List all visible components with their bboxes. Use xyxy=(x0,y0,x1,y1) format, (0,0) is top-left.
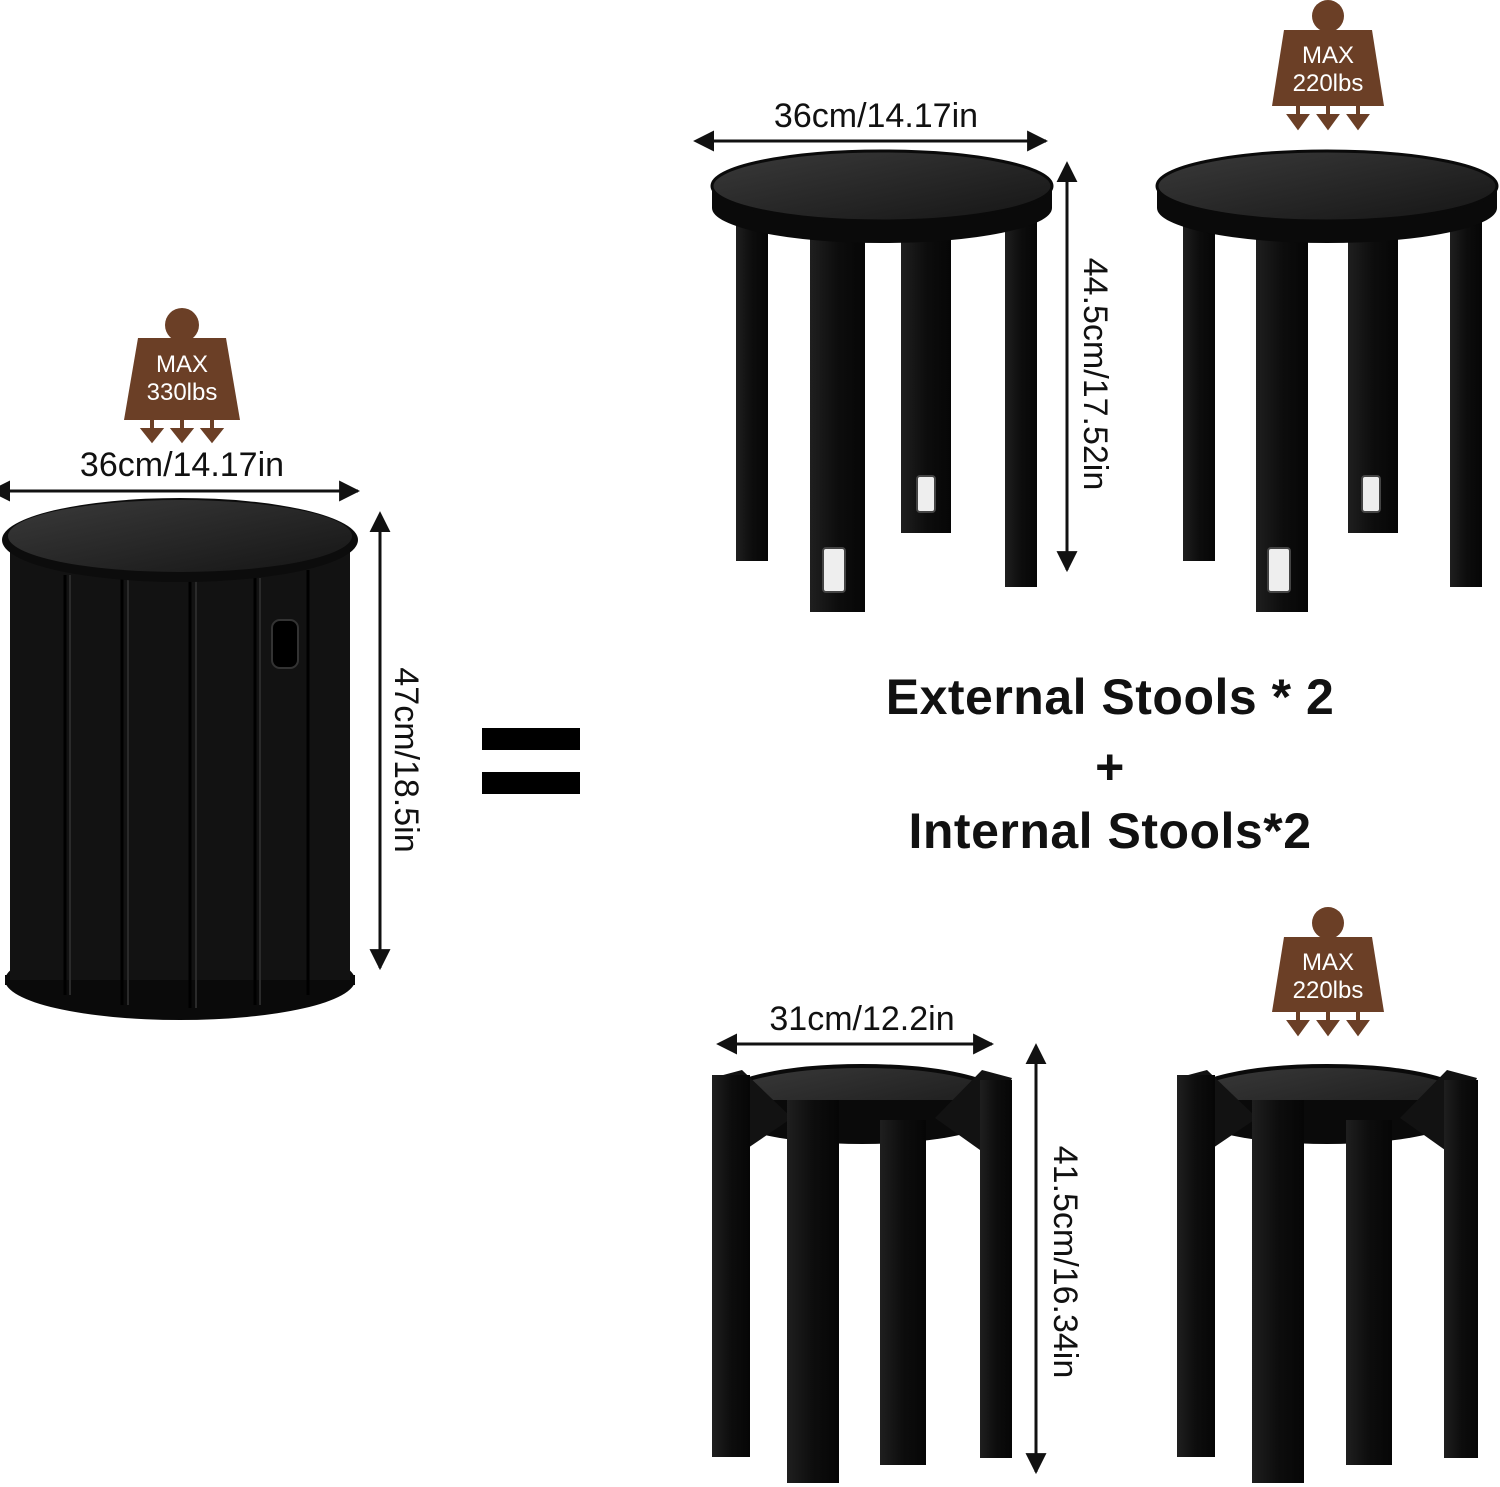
external-stool-height-label: 44.5cm/17.52in xyxy=(1076,258,1114,491)
weight-arrows-icon xyxy=(1286,1012,1370,1037)
plus-caption: + xyxy=(1095,739,1125,795)
set-stool-weight-badge: MAX 330lbs xyxy=(124,308,240,444)
set-stool-image xyxy=(2,498,358,1020)
external-stool-weight-badge: MAX 220lbs xyxy=(1272,0,1384,131)
internal-stool-max-label: MAX xyxy=(1302,949,1354,976)
internal-stool-max-load: 220lbs xyxy=(1293,977,1364,1004)
set-stool-max-label: MAX xyxy=(156,351,208,378)
set-stool-width-label: 36cm/14.17in xyxy=(80,446,284,484)
external-stool-max-load: 220lbs xyxy=(1293,70,1364,97)
internal-stools-caption: Internal Stools*2 xyxy=(908,803,1312,859)
weight-arrows-icon xyxy=(1286,106,1370,131)
internal-stool-image xyxy=(1177,1064,1478,1483)
set-stool-max-load: 330lbs xyxy=(147,379,218,406)
equals-sign xyxy=(482,728,580,794)
internal-stool-width-label: 31cm/12.2in xyxy=(769,1000,954,1038)
internal-stool-image xyxy=(712,1064,1012,1483)
internal-stool-weight-badge: MAX 220lbs xyxy=(1272,907,1384,1037)
handle-hole xyxy=(271,619,299,669)
external-stool-image xyxy=(1155,149,1499,612)
external-stool-image xyxy=(710,149,1054,612)
set-stool-height-label: 47cm/18.5in xyxy=(387,667,425,852)
external-stool-width-label: 36cm/14.17in xyxy=(774,97,978,135)
internal-stool-height-label: 41.5cm/16.34in xyxy=(1046,1146,1084,1379)
external-stools-caption: External Stools * 2 xyxy=(885,669,1335,725)
weight-arrows-icon xyxy=(139,420,225,444)
external-stool-max-label: MAX xyxy=(1302,42,1354,69)
